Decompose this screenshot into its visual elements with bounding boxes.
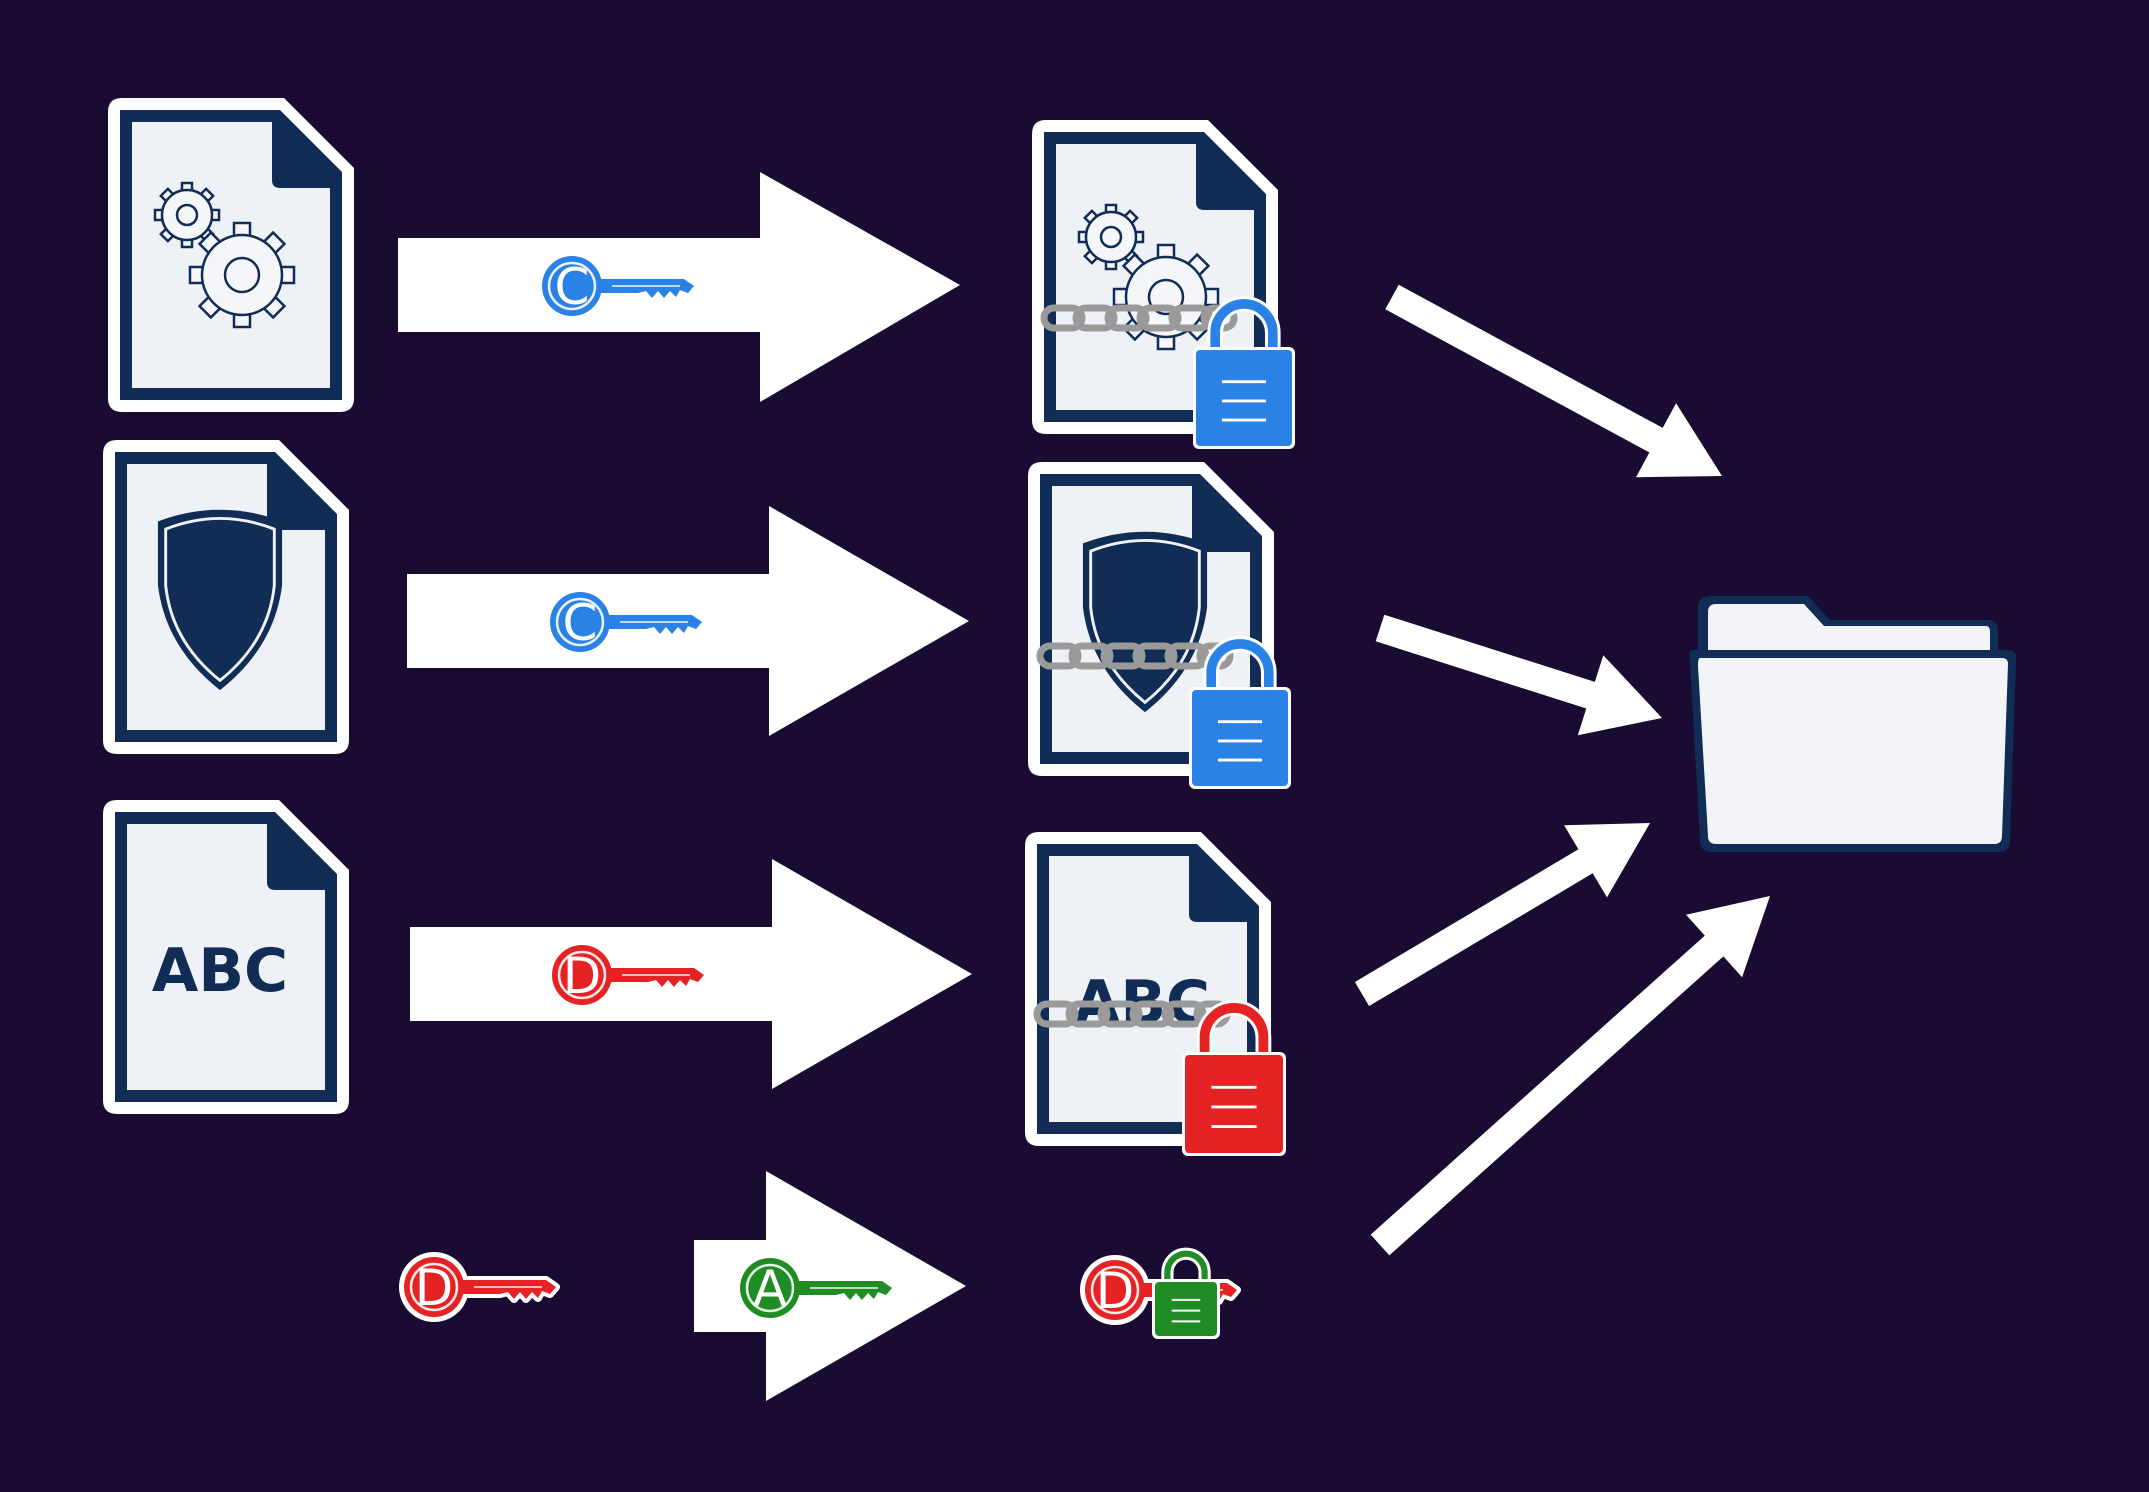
key-icon-row2: C [550,592,702,652]
lock-icon-2 [1189,636,1291,789]
key-letter: D [1096,1262,1135,1320]
folder-arrow-3 [1354,823,1650,1006]
document-shield [103,440,349,754]
key-letter: D [415,1259,454,1317]
key-icon-row1: C [542,256,694,316]
document-abc: ABC [103,800,349,1114]
chain-icon [1037,1004,1227,1024]
folder-arrow-2 [1375,614,1662,736]
key-icon-row4-input: D [399,1252,560,1322]
key-icon-row4-arrow: A [740,1258,892,1318]
key-letter: D [563,947,602,1005]
key-icon-row3: D [552,945,704,1005]
chain-icon [1044,308,1234,328]
lock-icon-1 [1193,296,1295,449]
chain-icon [1040,646,1230,666]
folder-arrow-1 [1385,284,1722,478]
folder-arrow-4 [1370,896,1770,1256]
lock-icon-3 [1182,1000,1286,1156]
document-gears [108,98,354,412]
document-text: ABC [152,936,288,1006]
lock-icon-row4 [1152,1247,1220,1339]
key-letter: C [563,594,598,652]
folder-icon [1689,596,2017,852]
key-letter: C [555,258,590,316]
key-letter: A [753,1260,787,1318]
